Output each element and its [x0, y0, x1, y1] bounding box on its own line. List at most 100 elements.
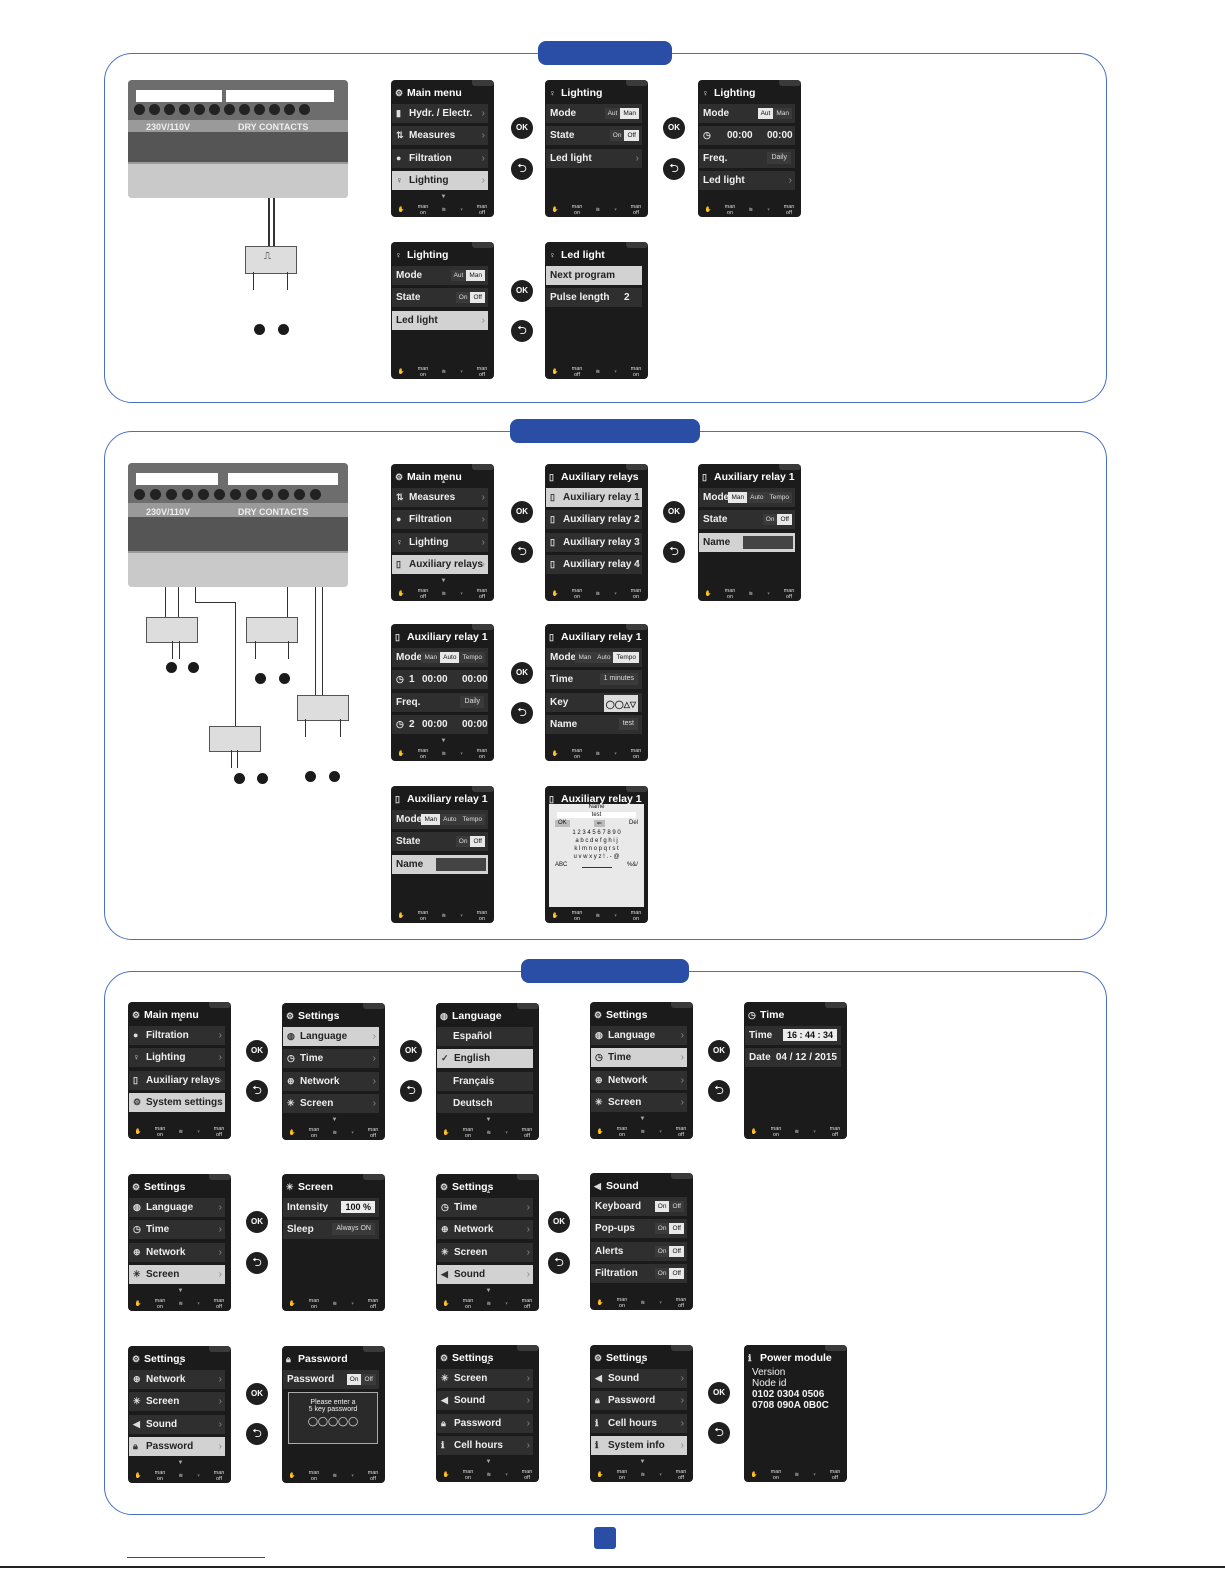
ok-button[interactable]: OK — [511, 501, 533, 523]
ok-button[interactable]: OK — [663, 501, 685, 523]
settings-language[interactable]: ◍Language› — [283, 1027, 379, 1046]
menu-item-lighting[interactable]: ♀Lighting› — [392, 533, 488, 552]
menu-item-lighting[interactable]: ♀Lighting› — [392, 171, 488, 190]
back-button[interactable]: ⮌ — [400, 1080, 422, 1102]
ok-button[interactable]: OK — [708, 1382, 730, 1404]
lang-de[interactable]: Deutsch — [437, 1094, 533, 1113]
settings-screen[interactable]: ✳Screen› — [283, 1094, 379, 1113]
led-light-row[interactable]: Led light› — [699, 171, 795, 190]
back-button[interactable]: ⮌ — [548, 1252, 570, 1274]
ok-button[interactable]: OK — [708, 1040, 730, 1062]
password-dialog[interactable]: Please enter a 5 key password ◯◯◯◯◯ — [288, 1392, 378, 1444]
menu-item-filtration[interactable]: ●Filtration› — [129, 1026, 225, 1045]
settings-sound[interactable]: ◀Sound› — [591, 1369, 687, 1388]
ok-button[interactable]: OK — [548, 1211, 570, 1233]
ok-button[interactable]: OK — [511, 662, 533, 684]
settings-time[interactable]: ◷Time› — [283, 1049, 379, 1068]
settings-time[interactable]: ◷Time› — [437, 1198, 533, 1217]
aux-relay-1[interactable]: ▯Auxiliary relay 1› — [546, 488, 642, 507]
back-button[interactable]: ⮌ — [663, 541, 685, 563]
freq-row[interactable]: Freq.Daily — [392, 693, 488, 712]
back-button[interactable]: ⮌ — [511, 158, 533, 180]
settings-password[interactable]: 🔒︎Password› — [437, 1414, 533, 1433]
settings-password[interactable]: 🔒︎Password› — [129, 1437, 225, 1456]
ok-button[interactable]: OK — [511, 117, 533, 139]
ok-button[interactable]: OK — [663, 117, 685, 139]
freq-row[interactable]: Freq.Daily — [699, 149, 795, 168]
back-button[interactable]: ⮌ — [708, 1422, 730, 1444]
back-button[interactable]: ⮌ — [708, 1080, 730, 1102]
onscreen-keyboard[interactable]: Name test OK⇐Del 1 2 3 4 5 6 7 8 9 0 a b… — [549, 804, 644, 907]
settings-screen[interactable]: ✳Screen› — [129, 1265, 225, 1284]
settings-network[interactable]: ⊕Network› — [437, 1220, 533, 1239]
aux-relay-4[interactable]: ▯Auxiliary relay 4› — [546, 555, 642, 574]
name-row[interactable]: Name — [392, 855, 488, 874]
settings-sound[interactable]: ◀Sound› — [437, 1391, 533, 1410]
menu-item-aux-relays[interactable]: ▯Auxiliary relays› — [392, 555, 488, 574]
settings-sound[interactable]: ◀Sound› — [129, 1415, 225, 1434]
settings-sound[interactable]: ◀Sound› — [437, 1265, 533, 1284]
back-button[interactable]: ⮌ — [246, 1252, 268, 1274]
lang-en[interactable]: ✓English — [437, 1049, 533, 1068]
back-button[interactable]: ⮌ — [246, 1423, 268, 1445]
menu-item-system-settings[interactable]: ⚙System settings› — [129, 1093, 225, 1112]
menu-item-filtration[interactable]: ●Filtration› — [392, 149, 488, 168]
menu-item-lighting[interactable]: ♀Lighting› — [129, 1048, 225, 1067]
settings-screen[interactable]: ✳Screen› — [437, 1369, 533, 1388]
menu-item-filtration[interactable]: ●Filtration› — [392, 510, 488, 529]
settings-screen[interactable]: ✳Screen› — [437, 1243, 533, 1262]
kb-del-key[interactable]: Del — [628, 820, 638, 826]
settings-network[interactable]: ⊕Network› — [129, 1370, 225, 1389]
menu-item-hydr[interactable]: ▮Hydr. / Electr.› — [392, 104, 488, 123]
lang-fr[interactable]: Français — [437, 1072, 533, 1091]
ok-button[interactable]: OK — [400, 1040, 422, 1062]
settings-screen[interactable]: ✳Screen› — [591, 1093, 687, 1112]
next-program-row[interactable]: Next program — [546, 266, 642, 285]
settings-time[interactable]: ◷Time› — [129, 1220, 225, 1239]
settings-language[interactable]: ◍Language› — [591, 1026, 687, 1045]
back-button[interactable]: ⮌ — [246, 1080, 268, 1102]
menu-item-aux-relays[interactable]: ▯Auxiliary relays› — [129, 1071, 225, 1090]
kb-ok-key[interactable]: OK — [555, 820, 570, 827]
aux-relay-3[interactable]: ▯Auxiliary relay 3› — [546, 533, 642, 552]
settings-time[interactable]: ◷Time› — [591, 1048, 687, 1067]
ok-button[interactable]: OK — [246, 1040, 268, 1062]
led-light-row[interactable]: Led light› — [546, 149, 642, 168]
ok-button[interactable]: OK — [511, 280, 533, 302]
settings-password[interactable]: 🔒︎Password› — [591, 1391, 687, 1410]
settings-network[interactable]: ⊕Network› — [129, 1243, 225, 1262]
settings-screen[interactable]: ✳Screen› — [129, 1392, 225, 1411]
aux-relay-2[interactable]: ▯Auxiliary relay 2› — [546, 510, 642, 529]
back-button[interactable]: ⮌ — [663, 158, 685, 180]
menu-item-measures[interactable]: ⇅Measures› — [392, 126, 488, 145]
back-button[interactable]: ⮌ — [511, 320, 533, 342]
menu-item-measures[interactable]: ⇅Measures› — [392, 488, 488, 507]
settings-network[interactable]: ⊕Network› — [591, 1071, 687, 1090]
settings-network[interactable]: ⊕Network› — [283, 1072, 379, 1091]
key-row[interactable]: Key◯◯△▽ — [546, 693, 642, 712]
